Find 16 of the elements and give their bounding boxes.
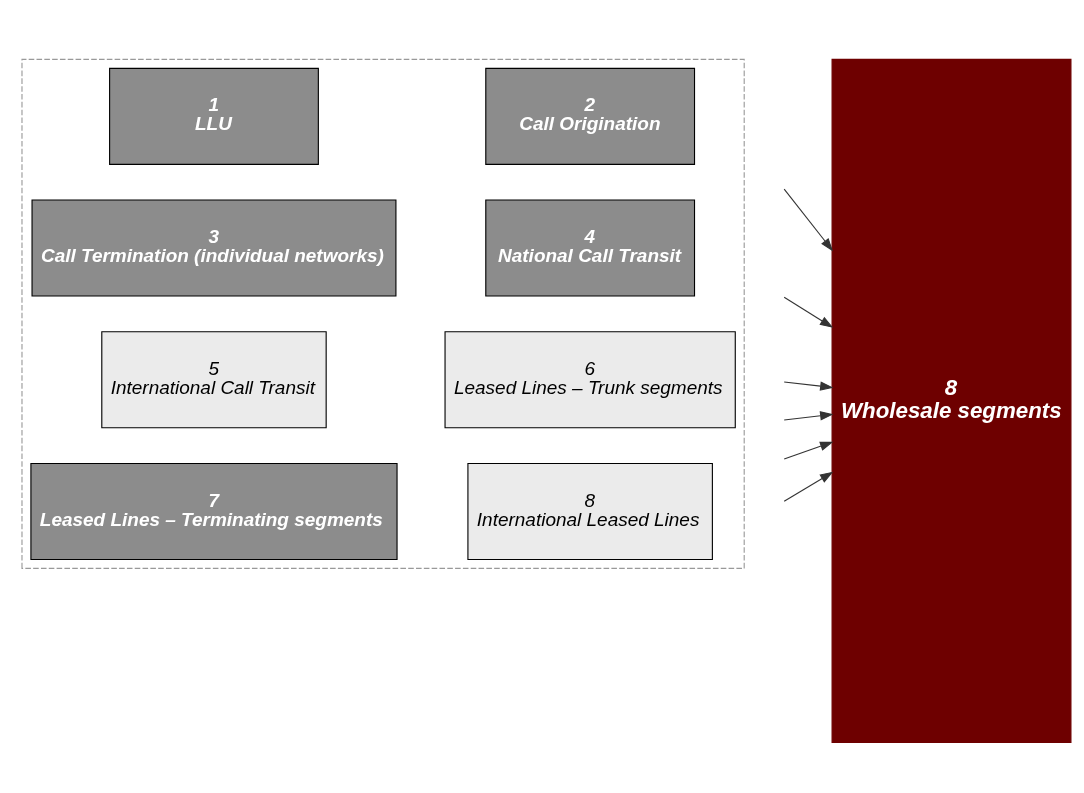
arrow	[783, 188, 834, 252]
node-box: 8 Wholesale segments	[831, 58, 1072, 744]
arrow	[783, 471, 834, 502]
node-box: 3 Call Termination (individual networks)	[31, 199, 397, 297]
node-box: 7 Leased Lines – Terminating segments	[30, 462, 398, 561]
node-box: 4 National Call Transit	[485, 199, 696, 297]
arrow	[783, 296, 834, 328]
arrow	[783, 441, 834, 460]
node-box: 6 Leased Lines – Trunk segments	[444, 331, 736, 429]
node-box: 1 LLU	[109, 67, 319, 165]
arrow	[783, 411, 834, 421]
node-box: 8 International Leased Lines	[467, 462, 713, 561]
cluster	[21, 58, 745, 569]
node-box: 2 Call Origination	[485, 67, 696, 165]
node-box: 5 International Call Transit	[101, 331, 327, 429]
arrow	[783, 381, 834, 391]
